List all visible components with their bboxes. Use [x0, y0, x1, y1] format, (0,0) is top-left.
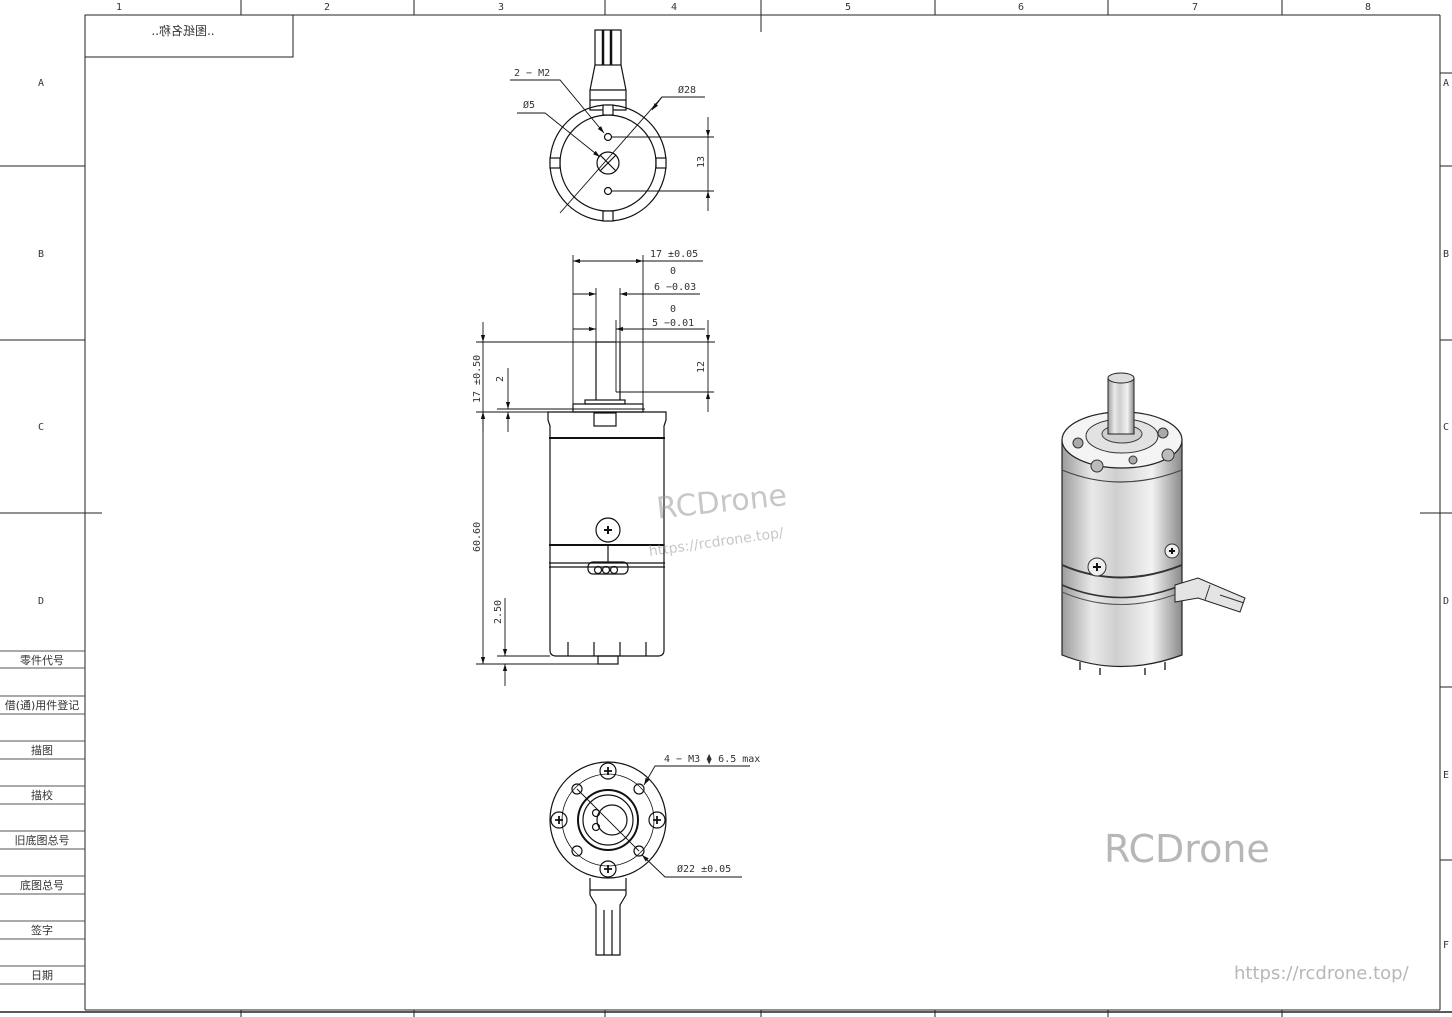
svg-text:描图: 描图 — [31, 743, 53, 757]
dim-shaft-diameter: 6 −0.03 — [654, 282, 696, 293]
dim-holes: 2 − M2 — [514, 68, 550, 79]
dim-shaft-length: 17 ±0.50 — [472, 355, 483, 403]
svg-text:5: 5 — [845, 2, 851, 13]
svg-text:C: C — [1443, 422, 1449, 433]
svg-text:4: 4 — [671, 2, 677, 13]
svg-text:8: 8 — [1365, 2, 1371, 13]
svg-text:6: 6 — [1018, 2, 1024, 13]
row-markers-left: A B C D — [38, 78, 44, 607]
svg-text:零件代号: 零件代号 — [20, 654, 64, 667]
dim-shoulder: 2 — [495, 376, 506, 382]
watermark-center: RCDrone https://rcdrone.top/ — [648, 478, 789, 560]
svg-text:签字: 签字 — [31, 923, 53, 937]
svg-text:1: 1 — [116, 2, 122, 13]
dim-hole-spacing: 13 — [696, 156, 707, 168]
title-block-text: ..图纸名称.. — [151, 23, 214, 38]
top-view-dimensions: 2 − M2 Ø5 Ø28 13 — [514, 68, 707, 168]
svg-text:3: 3 — [498, 2, 504, 13]
side-view — [476, 255, 715, 686]
svg-text:0: 0 — [670, 304, 676, 315]
bottom-view — [549, 761, 750, 956]
title-block: ..图纸名称.. — [151, 23, 214, 38]
dim-flange-width: 17 ±0.05 — [650, 249, 698, 260]
svg-text:A: A — [38, 78, 44, 89]
svg-text:https://rcdrone.top/: https://rcdrone.top/ — [648, 525, 785, 560]
svg-text:借(通)用件登记: 借(通)用件登记 — [5, 698, 80, 712]
dim-flat-length: 12 — [696, 361, 707, 373]
dim-bolt-circle: Ø22 ±0.05 — [677, 863, 731, 875]
svg-text:D: D — [1443, 596, 1449, 607]
svg-text:2: 2 — [324, 2, 330, 13]
isometric-motor-render — [1061, 372, 1246, 675]
watermark-bottom-right: RCDrone https://rcdrone.top/ — [1104, 827, 1410, 984]
column-markers: 1 2 3 4 5 6 7 8 — [116, 2, 1371, 13]
svg-text:https://rcdrone.top/: https://rcdrone.top/ — [1234, 963, 1410, 984]
svg-text:7: 7 — [1192, 2, 1198, 13]
svg-text:B: B — [1443, 249, 1449, 260]
svg-text:E: E — [1443, 770, 1449, 781]
svg-text:RCDrone: RCDrone — [655, 478, 789, 526]
svg-text:D: D — [38, 596, 44, 607]
svg-text:F: F — [1443, 940, 1449, 951]
dim-body-length: 60.60 — [472, 522, 483, 552]
left-strip-labels: 零件代号 借(通)用件登记 描图 描校 旧底图总号 底图总号 签字 日期 — [5, 654, 80, 982]
row-markers-right: A B C D E F — [1443, 78, 1449, 951]
svg-text:旧底图总号: 旧底图总号 — [15, 833, 70, 847]
svg-text:描校: 描校 — [31, 788, 53, 802]
side-view-dimensions: 17 ±0.05 0 6 −0.03 0 5 −0.01 12 17 ±0.50… — [472, 249, 707, 624]
dim-shaft-diameter: Ø5 — [523, 99, 535, 111]
bottom-view-dimensions: 4 − M3 ⧫ 6.5 max Ø22 ±0.05 — [664, 753, 760, 875]
svg-text:0: 0 — [670, 266, 676, 277]
svg-text:C: C — [38, 422, 44, 433]
top-view — [510, 29, 714, 222]
dim-flat: 5 −0.01 — [652, 318, 694, 329]
svg-text:RCDrone: RCDrone — [1104, 827, 1270, 871]
svg-text:底图总号: 底图总号 — [20, 878, 64, 892]
dim-base-offset: 2.50 — [493, 600, 504, 624]
dim-mount-holes: 4 − M3 ⧫ 6.5 max — [664, 753, 760, 765]
dim-outer-diameter: Ø28 — [678, 84, 696, 96]
svg-text:B: B — [38, 249, 44, 260]
svg-text:A: A — [1443, 78, 1449, 89]
svg-text:日期: 日期 — [31, 969, 53, 982]
